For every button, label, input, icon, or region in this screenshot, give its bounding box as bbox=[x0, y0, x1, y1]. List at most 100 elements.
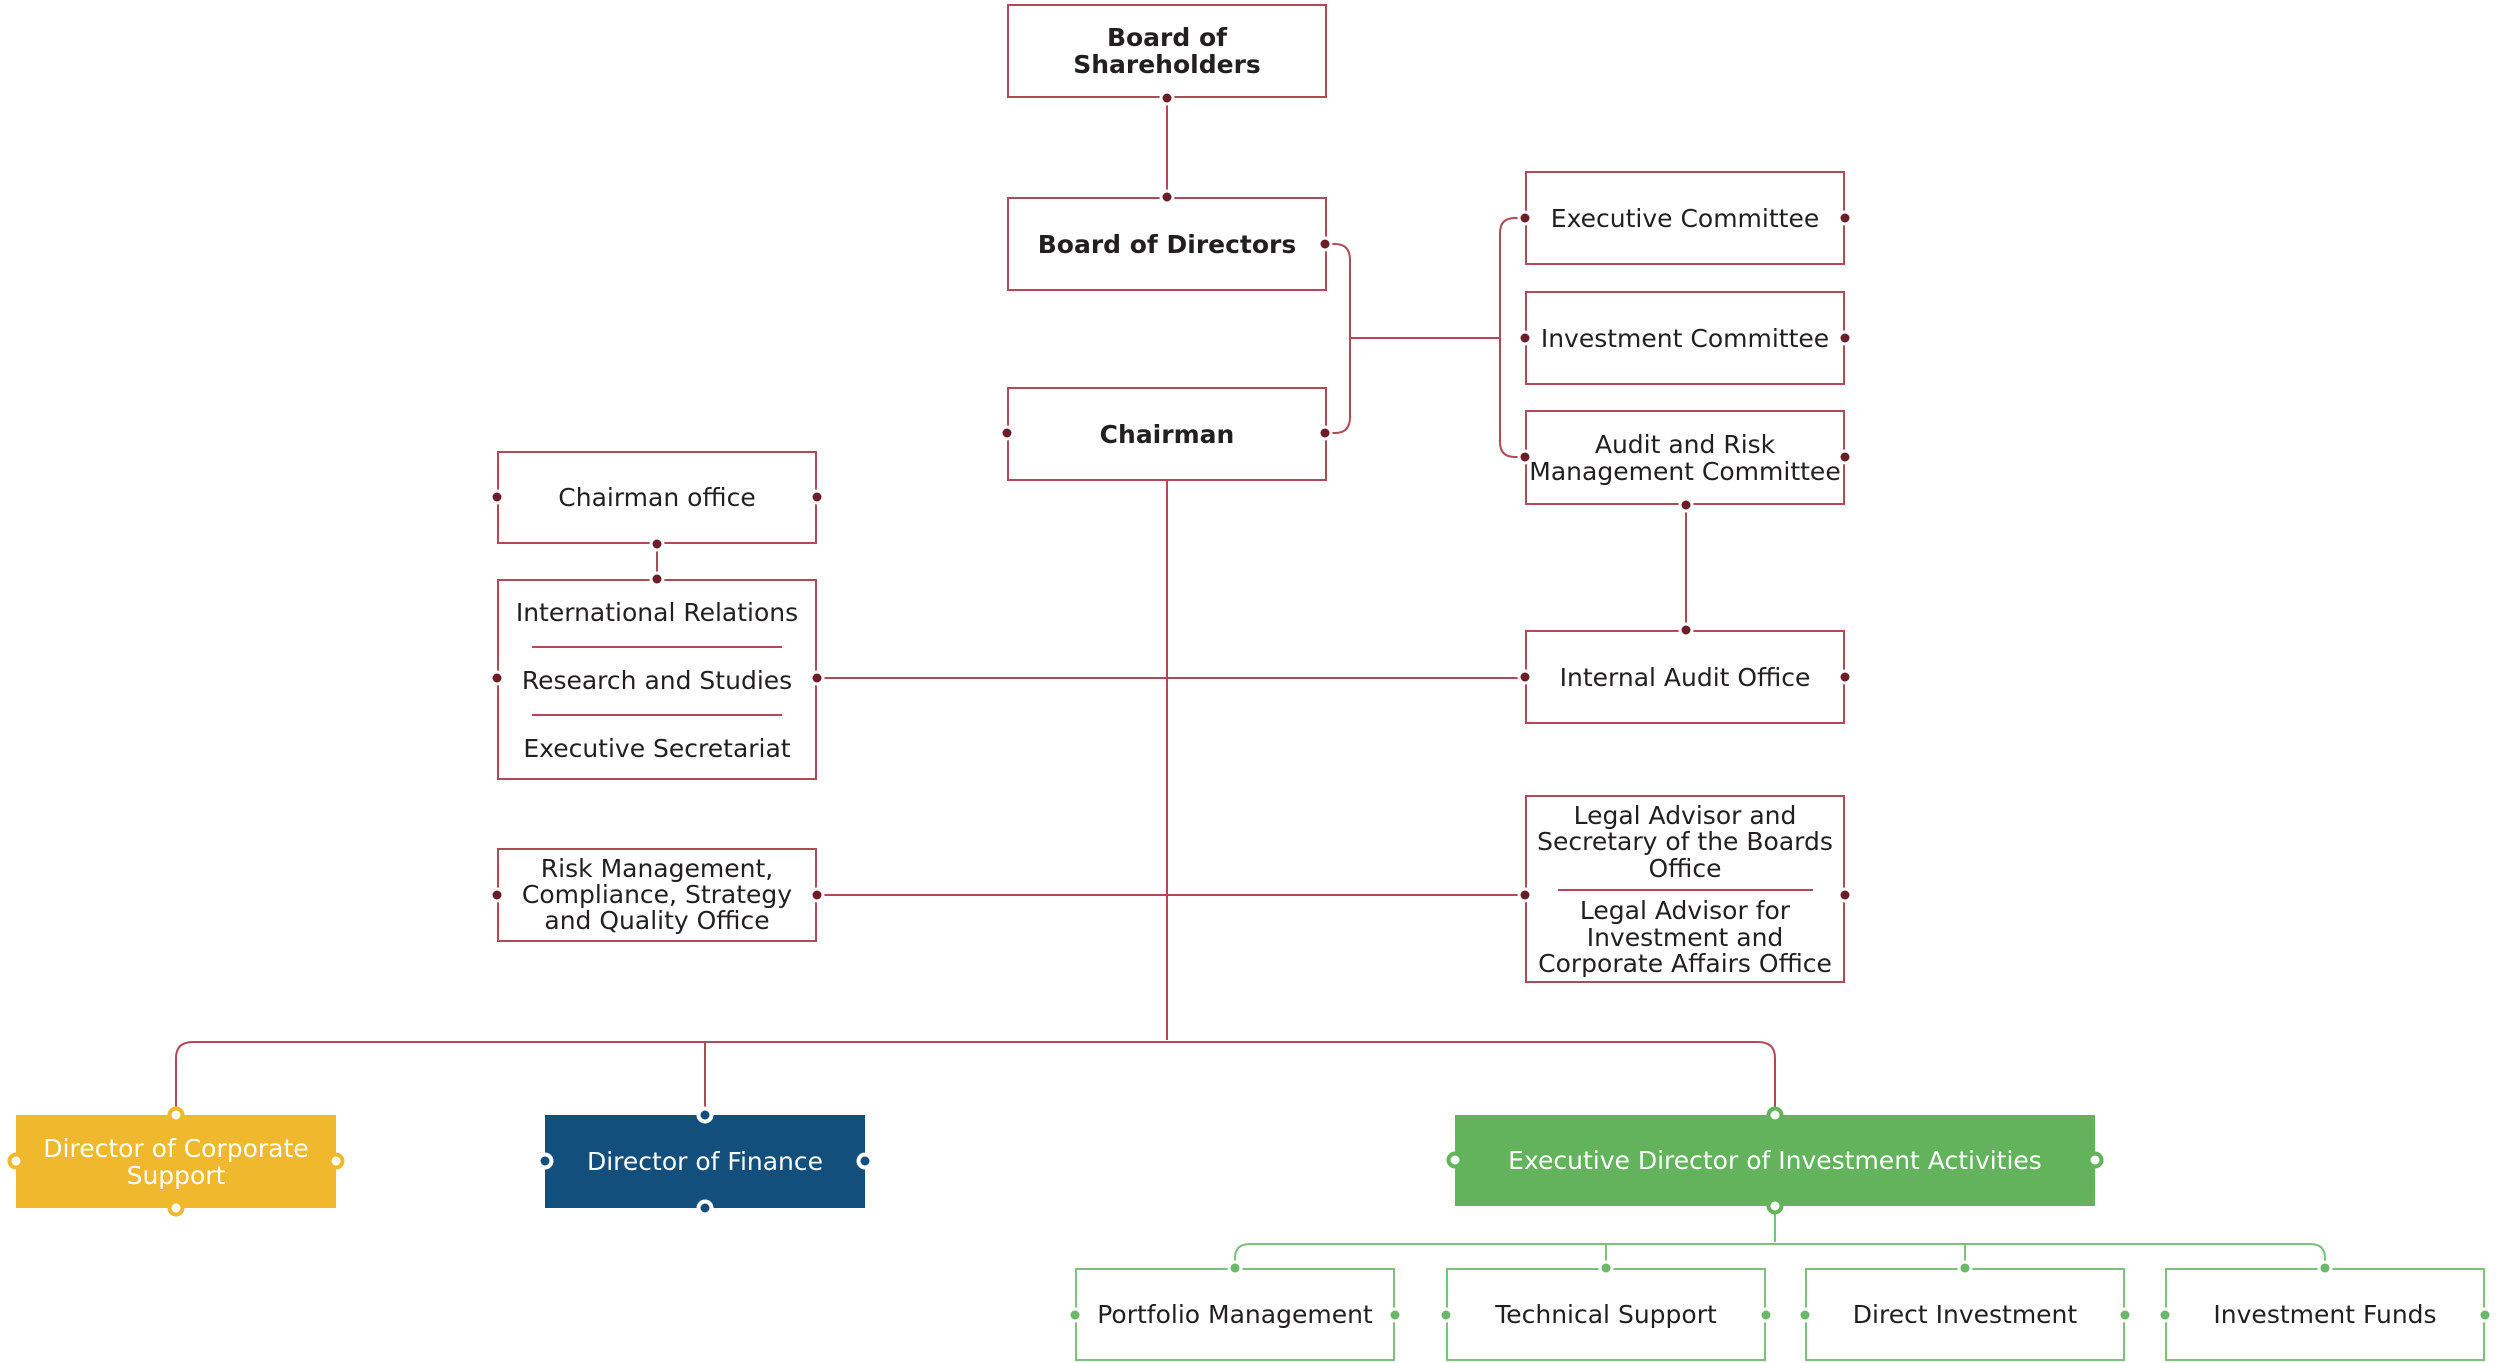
connector-dot bbox=[489, 670, 505, 686]
node-technical-support: Technical Support bbox=[1446, 1268, 1766, 1361]
node-label: Internal Audit Office bbox=[1559, 662, 1811, 692]
node-label: Chairman bbox=[1099, 419, 1235, 449]
node-investment-funds: Investment Funds bbox=[2165, 1268, 2485, 1361]
node-label-line: Corporate Affairs Office bbox=[1538, 948, 1832, 978]
connector-dot bbox=[1517, 210, 1533, 226]
node-label: Chairman office bbox=[558, 483, 756, 512]
node-label: Portfolio Management bbox=[1097, 1300, 1373, 1329]
node-chairman-units: International Relations Research and Stu… bbox=[497, 579, 817, 780]
node-internal-audit-office: Internal Audit Office bbox=[1525, 630, 1845, 724]
unit-divider bbox=[532, 645, 782, 648]
connector-committees bbox=[1350, 217, 1525, 458]
node-label: Direct Investment bbox=[1852, 1300, 2078, 1329]
node-investment-committee: Investment Committee bbox=[1525, 291, 1845, 385]
node-label-line: Investment and bbox=[1586, 922, 1784, 952]
connector-investment-units bbox=[1234, 1206, 2326, 1268]
connector-dot bbox=[1678, 497, 1694, 513]
unit-research-and-studies: Research and Studies bbox=[521, 666, 793, 695]
connector-dot bbox=[1837, 887, 1853, 903]
node-label: Board of Shareholders bbox=[1073, 23, 1261, 79]
node-label: Investment Committee bbox=[1540, 323, 1830, 353]
node-label: Investment Funds bbox=[2213, 1300, 2437, 1329]
node-label-line: Office bbox=[1648, 853, 1722, 883]
connector-dot bbox=[2157, 1307, 2173, 1323]
node-board-of-directors: Board of Directors bbox=[1007, 197, 1327, 291]
connector-directors-bus bbox=[175, 1041, 1776, 1115]
legal-advisor-boards: Legal Advisor and Secretary of the Board… bbox=[1537, 802, 1833, 883]
unit-international-relations: International Relations bbox=[515, 598, 799, 627]
node-direct-investment: Direct Investment bbox=[1805, 1268, 2125, 1361]
node-label: Executive Committee bbox=[1550, 203, 1820, 233]
connector-dot bbox=[1517, 887, 1533, 903]
connector-directors-chairman bbox=[1325, 243, 1351, 434]
connector-dot bbox=[489, 489, 505, 505]
connector-dot bbox=[1957, 1260, 1973, 1276]
unit-executive-secretariat: Executive Secretariat bbox=[523, 734, 791, 763]
connector-dot bbox=[2117, 1307, 2133, 1323]
connector-dot bbox=[1387, 1307, 1403, 1323]
node-portfolio-management: Portfolio Management bbox=[1075, 1268, 1395, 1361]
connector-dot bbox=[1678, 622, 1694, 638]
node-label-line: Compliance, Strategy bbox=[521, 879, 793, 909]
connector-dot bbox=[1598, 1260, 1614, 1276]
connector-dot bbox=[1446, 1151, 1464, 1169]
connector-dot bbox=[1517, 449, 1533, 465]
node-label-line: Support bbox=[126, 1160, 226, 1190]
node-audit-risk-committee: Audit and Risk Management Committee bbox=[1525, 410, 1845, 505]
connector-dot bbox=[696, 1106, 714, 1124]
node-chairman-office: Chairman office bbox=[497, 451, 817, 544]
node-label-line: Management Committee bbox=[1529, 456, 1841, 486]
connector-dot bbox=[2086, 1151, 2104, 1169]
node-label: Board of Directors bbox=[1037, 229, 1297, 259]
node-chairman: Chairman bbox=[1007, 387, 1327, 481]
node-board-of-shareholders: Board of Shareholders bbox=[1007, 4, 1327, 98]
node-executive-director-investment: Executive Director of Investment Activit… bbox=[1455, 1115, 2095, 1206]
connector-dot bbox=[167, 1106, 185, 1124]
node-label: Technical Support bbox=[1495, 1300, 1717, 1329]
connector-dot bbox=[167, 1199, 185, 1217]
connector-dot bbox=[489, 887, 505, 903]
connector-dot bbox=[1837, 449, 1853, 465]
legal-advisor-investment: Legal Advisor for Investment and Corpora… bbox=[1538, 896, 1832, 978]
connector-dot bbox=[856, 1152, 874, 1170]
node-executive-committee: Executive Committee bbox=[1525, 171, 1845, 265]
connector-dot bbox=[1517, 330, 1533, 346]
connector-dot bbox=[1317, 425, 1333, 441]
node-label-line: Audit and Risk bbox=[1594, 429, 1776, 459]
connector-dot bbox=[1317, 236, 1333, 252]
connector-dot bbox=[1766, 1197, 1784, 1215]
node-label-line: Director of Corporate bbox=[43, 1133, 309, 1163]
node-legal-advisors: Legal Advisor and Secretary of the Board… bbox=[1525, 795, 1845, 983]
connector-dot bbox=[1797, 1307, 1813, 1323]
connector-dot bbox=[809, 887, 825, 903]
node-risk-compliance-office: Risk Management, Compliance, Strategy an… bbox=[497, 848, 817, 942]
connector-dot bbox=[7, 1152, 25, 1170]
connector-dot bbox=[696, 1199, 714, 1217]
connector-dot bbox=[1517, 669, 1533, 685]
node-label: Executive Director of Investment Activit… bbox=[1508, 1146, 2042, 1175]
connector-dot bbox=[999, 425, 1015, 441]
connector-dot bbox=[809, 670, 825, 686]
node-label-line: Risk Management, bbox=[540, 853, 774, 883]
connector-dot bbox=[1438, 1307, 1454, 1323]
connector-dot bbox=[1758, 1307, 1774, 1323]
connector-dot bbox=[1159, 90, 1175, 106]
node-label-line: Legal Advisor for bbox=[1579, 896, 1791, 926]
connector-dot bbox=[1067, 1307, 1083, 1323]
connector-dot bbox=[327, 1152, 345, 1170]
node-director-corporate-support: Director of Corporate Support bbox=[16, 1115, 336, 1208]
connector-dot bbox=[649, 571, 665, 587]
connector-dot bbox=[649, 536, 665, 552]
legal-divider bbox=[1557, 889, 1813, 891]
node-label-line: Secretary of the Boards bbox=[1537, 827, 1833, 857]
connector-dot bbox=[536, 1152, 554, 1170]
connector-dot bbox=[2317, 1260, 2333, 1276]
connector-dot bbox=[1837, 210, 1853, 226]
unit-divider bbox=[532, 713, 782, 716]
node-director-finance: Director of Finance bbox=[545, 1115, 865, 1208]
connector-dot bbox=[2477, 1307, 2493, 1323]
connector-dot bbox=[1159, 189, 1175, 205]
connector-dot bbox=[1837, 669, 1853, 685]
connector-dot bbox=[1227, 1260, 1243, 1276]
